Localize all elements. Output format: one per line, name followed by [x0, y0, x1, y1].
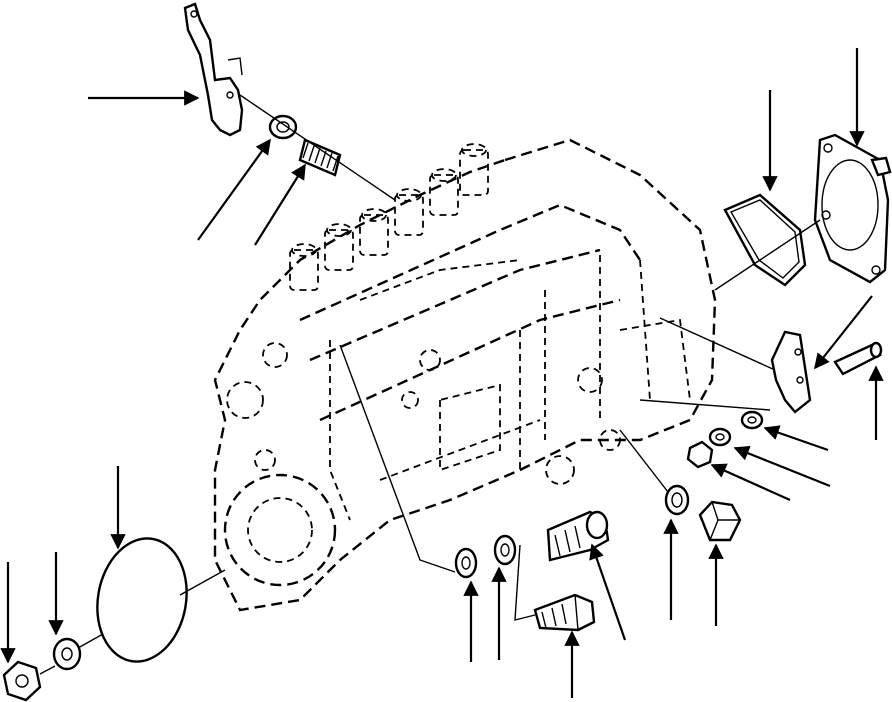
leader-arrows [0, 48, 884, 698]
pin-icon [833, 341, 883, 376]
banjo-bolt-icon [546, 510, 610, 562]
gasket-icon [723, 193, 807, 287]
spring-icon [298, 138, 342, 177]
nozzle-outlets [289, 143, 489, 291]
washer-icon [740, 410, 764, 430]
bracket-icon [770, 330, 812, 414]
washer-icon [664, 484, 690, 516]
washer-icon [454, 547, 478, 579]
pump-body [213, 138, 717, 612]
nut-icon [2, 660, 42, 702]
round-cover-icon [96, 537, 188, 663]
bolt-icon [533, 593, 596, 632]
washer-icon [493, 534, 517, 566]
nut-icon [686, 440, 714, 469]
cover-plate-icon [813, 133, 892, 284]
nut-icon [268, 114, 298, 140]
washer-icon [708, 427, 732, 447]
hex-bolt-icon [698, 500, 742, 542]
washer-icon [52, 637, 82, 671]
lever-bracket-icon [183, 2, 244, 137]
